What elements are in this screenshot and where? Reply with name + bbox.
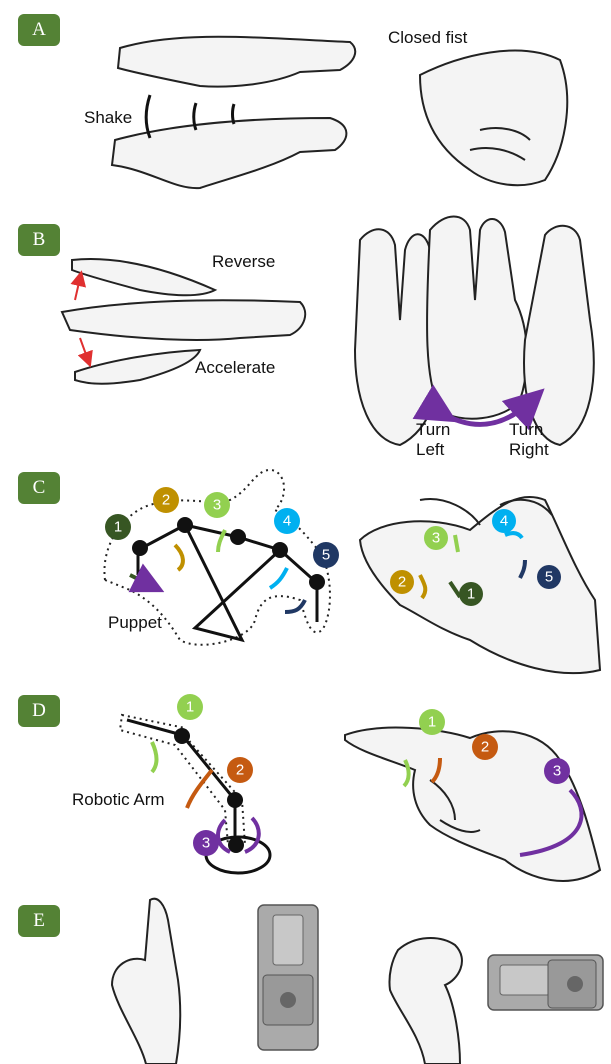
- robot-module-icon: [258, 905, 318, 1050]
- label-robotic-arm: Robotic Arm: [72, 790, 165, 810]
- marker-d-3: 3: [193, 830, 219, 856]
- marker-dh-2: 2: [472, 734, 498, 760]
- robot-module-icon: [488, 955, 603, 1010]
- label-turn-right: Turn Right: [509, 420, 549, 460]
- hand-sketch-icon: [75, 350, 200, 384]
- panel-b-hands: [62, 217, 594, 446]
- label-closed-fist: Closed fist: [388, 28, 467, 48]
- marker-1: 1: [105, 514, 131, 540]
- svg-text:1: 1: [186, 699, 194, 716]
- curved-arrow-icon: [75, 278, 80, 300]
- svg-text:2: 2: [398, 574, 406, 591]
- marker-dh-3: 3: [544, 758, 570, 784]
- label-shake: Shake: [84, 108, 132, 128]
- svg-text:4: 4: [500, 513, 508, 530]
- marker-hand-3: 3: [424, 526, 448, 550]
- hand-sketch-icon: [389, 938, 461, 1064]
- hand-sketch-icon: [524, 226, 594, 445]
- svg-text:3: 3: [553, 763, 561, 780]
- marker-5: 5: [313, 542, 339, 568]
- svg-text:3: 3: [213, 497, 221, 514]
- marker-2: 2: [153, 487, 179, 513]
- marker-hand-4: 4: [492, 509, 516, 533]
- marker-hand-1: 1: [459, 582, 483, 606]
- marker-4: 4: [274, 508, 300, 534]
- hand-sketch-icon: [112, 899, 180, 1064]
- hand-sketch-icon: [427, 217, 527, 419]
- marker-3: 3: [204, 492, 230, 518]
- label-accelerate: Accelerate: [195, 358, 275, 378]
- hand-sketch-icon: [420, 51, 567, 186]
- marker-d-1: 1: [177, 694, 203, 720]
- marker-dh-1: 1: [419, 709, 445, 735]
- svg-text:2: 2: [162, 492, 170, 509]
- hand-sketch-icon: [72, 259, 215, 295]
- hand-sketch-icon: [118, 37, 355, 87]
- hand-sketch-icon: [62, 300, 305, 340]
- panel-a-hands: [112, 37, 567, 188]
- label-reverse: Reverse: [212, 252, 275, 272]
- svg-text:5: 5: [322, 547, 330, 564]
- curved-arrow-icon: [80, 338, 88, 360]
- marker-hand-5: 5: [537, 565, 561, 589]
- svg-text:1: 1: [114, 519, 122, 536]
- svg-text:3: 3: [202, 835, 210, 852]
- label-puppet: Puppet: [108, 613, 162, 633]
- svg-text:5: 5: [545, 569, 553, 586]
- svg-text:2: 2: [481, 739, 489, 756]
- svg-text:4: 4: [283, 513, 291, 530]
- marker-d-2: 2: [227, 757, 253, 783]
- svg-text:1: 1: [428, 714, 436, 731]
- svg-text:2: 2: [236, 762, 244, 779]
- svg-text:3: 3: [432, 530, 440, 547]
- label-turn-left: Turn Left: [416, 420, 450, 460]
- marker-hand-2: 2: [390, 570, 414, 594]
- svg-text:1: 1: [467, 586, 475, 603]
